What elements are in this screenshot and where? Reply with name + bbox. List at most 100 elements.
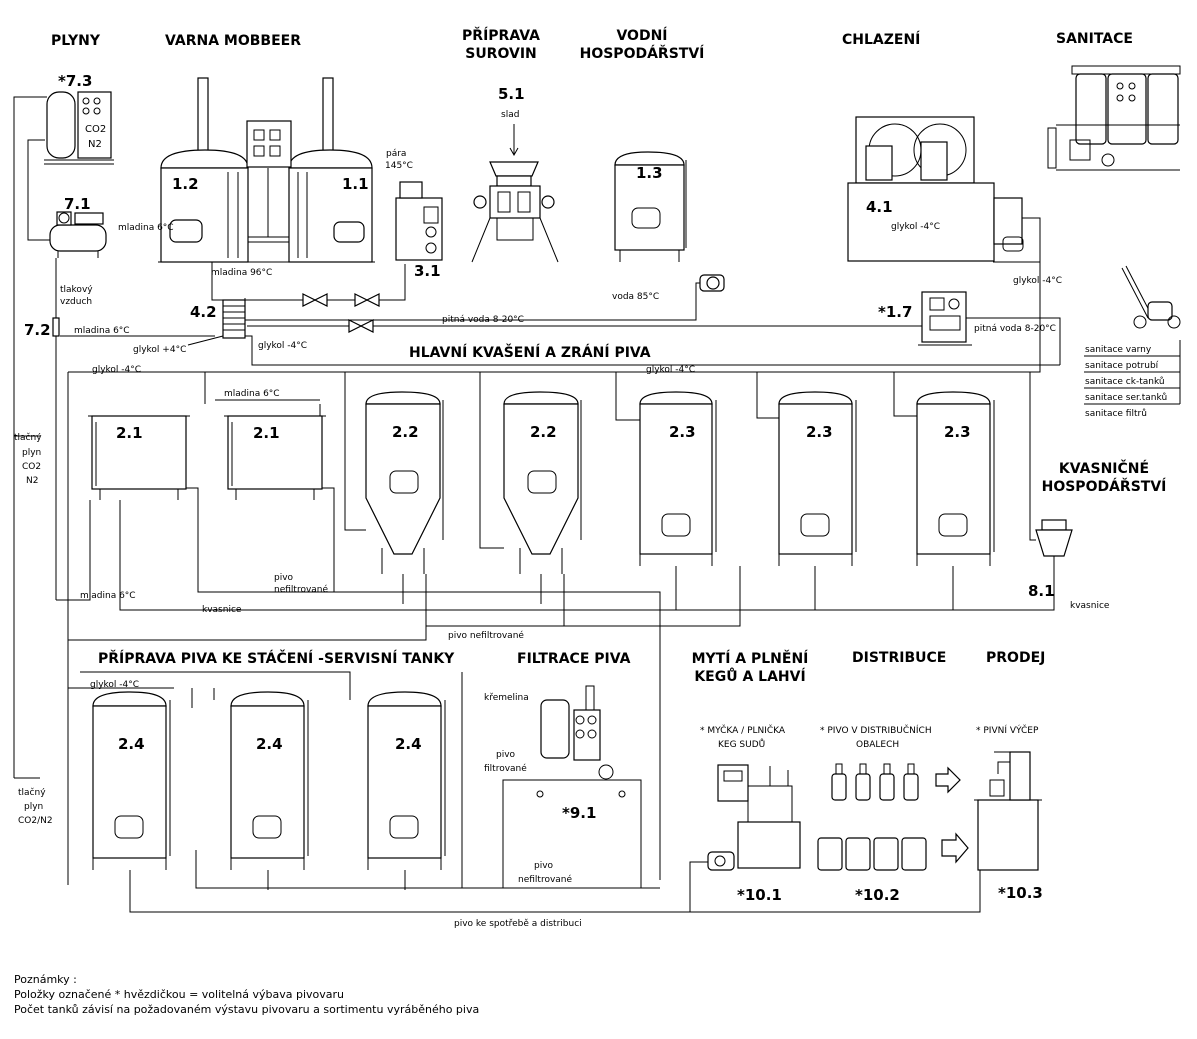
- heading-hlavni: HLAVNÍ KVAŠENÍ A ZRÁNÍ PIVA: [409, 343, 651, 361]
- label-2-2-a: 2.2: [392, 423, 419, 441]
- service-tank-2-4-a: [92, 691, 171, 870]
- water-treatment-1-7: [918, 291, 972, 346]
- label-7-3: *7.3: [58, 72, 92, 90]
- label-2-4-a: 2.4: [118, 735, 145, 753]
- open-fermenter-2-1-a: [88, 415, 190, 500]
- label-tlakovy-2: vzduch: [60, 297, 92, 307]
- valve-2: [354, 293, 380, 307]
- yeast-vessel-8-1: [1035, 519, 1073, 566]
- notes-line-1: Položky označené * hvězdičkou = voliteln…: [14, 988, 344, 1001]
- malt-feed-arrow: [509, 147, 519, 157]
- keg-washer-line: [689, 861, 708, 912]
- label-tlakovy-1: tlakový: [60, 285, 93, 295]
- sanitace-list: sanitace varny sanitace potrubí sanitace…: [1084, 340, 1181, 419]
- beer-tap-10-3: [974, 751, 1042, 871]
- label-mladina6-c: mladina 6°C: [224, 389, 280, 399]
- label-nefiltrovane-b: nefiltrované: [518, 874, 572, 885]
- label-1-7: *1.7: [878, 303, 912, 321]
- label-glykol-fermentation: glykol -4°C: [92, 365, 141, 375]
- beer-unfiltered-main: [186, 487, 661, 880]
- beer-unfiltered-open-b: [322, 487, 335, 592]
- heading-varna: VARNA MOBBEER: [165, 33, 301, 49]
- label-obaly-2: OBALECH: [856, 740, 899, 750]
- label-tlacny-co2n2: CO2/N2: [18, 816, 53, 826]
- label-2-3-a: 2.3: [669, 423, 696, 441]
- cck-tank-2-2-a: [365, 391, 444, 574]
- notes: Poznámky : Položky označené * hvězdičkou…: [14, 972, 479, 1017]
- label-pivo-nefiltrovane: pivo nefiltrované: [448, 630, 524, 641]
- steam-generator-3-1: [395, 181, 443, 261]
- label-mycka-2: KEG SUDŮ: [718, 738, 765, 750]
- label-n2: N2: [88, 139, 102, 150]
- label-1-3: 1.3: [636, 164, 663, 182]
- notes-line-2: Počet tanků závisí na požadovaném výstav…: [14, 1003, 480, 1016]
- gas-taps: [14, 435, 40, 779]
- heading-servisni: PŘÍPRAVA PIVA KE STÁČENÍ -SERVISNÍ TANKY: [98, 649, 455, 667]
- label-2-3-c: 2.3: [944, 423, 971, 441]
- lager-tank-2-3-c: [916, 391, 995, 566]
- label-mycka-1: * MYČKA / PLNIČKA: [700, 724, 786, 736]
- label-para: pára: [386, 149, 406, 159]
- label-10-1: *10.1: [737, 886, 782, 904]
- kegs-10-2: [817, 837, 927, 871]
- brewhouse-1-1-1-2: [158, 77, 375, 263]
- valve-3: [348, 319, 374, 333]
- label-2-3-b: 2.3: [806, 423, 833, 441]
- label-10-3: *10.3: [998, 884, 1043, 902]
- label-pivo-c: pivo: [534, 861, 554, 871]
- glycol-servis-lines: [68, 671, 351, 708]
- wort-to-fermenter: [56, 500, 91, 601]
- label-glykol-right: glykol -4°C: [1013, 276, 1062, 286]
- cip-station: [1047, 65, 1181, 171]
- label-kvasnice-right: kvasnice: [1070, 601, 1110, 611]
- label-9-1: *9.1: [562, 804, 596, 822]
- sanitace-item: sanitace ser.tanků: [1085, 392, 1167, 403]
- label-tlacny-1b: tlačný: [18, 787, 46, 798]
- chiller-4-1: [847, 116, 1024, 262]
- heading-myti-1: MYTÍ A PLNĚNÍ: [692, 650, 809, 667]
- label-co2: CO2: [85, 124, 106, 135]
- label-vycep: * PIVNÍ VÝČEP: [976, 724, 1039, 736]
- label-2-4-c: 2.4: [395, 735, 422, 753]
- label-4-1: 4.1: [866, 198, 893, 216]
- service-tank-2-4-c: [367, 691, 446, 870]
- label-pitna-a: pitná voda 8-20°C: [442, 315, 524, 325]
- label-2-1-b: 2.1: [253, 424, 280, 442]
- label-pivo-b: pivo: [496, 750, 516, 760]
- mobile-cip-cart: [1121, 265, 1181, 329]
- heat-exchanger-4-2: [222, 299, 246, 339]
- label-mladina6-d: mladina 6°C: [80, 591, 136, 601]
- lager-tank-2-3-b: [778, 391, 857, 566]
- heading-myti-2: KEGŮ A LAHVÍ: [694, 667, 805, 685]
- label-voda85: voda 85°C: [612, 292, 659, 302]
- heading-vodni-1: VODNÍ: [616, 27, 667, 44]
- label-2-2-b: 2.2: [530, 423, 557, 441]
- heading-filtrace: FILTRACE PIVA: [517, 651, 631, 667]
- keg-washer-10-1: [707, 764, 801, 871]
- sanitace-item: sanitace filtrů: [1085, 408, 1147, 419]
- label-glykol-chiller: glykol -4°C: [891, 222, 940, 232]
- label-tlacny-n2: N2: [26, 476, 38, 486]
- label-mladina96: mladina 96°C: [211, 268, 272, 278]
- label-glykol-p4: glykol +4°C: [133, 345, 186, 355]
- heading-prodej: PRODEJ: [986, 650, 1045, 666]
- label-tlacny-co2: CO2: [22, 462, 41, 472]
- label-tlacny-2a: plyn: [22, 448, 41, 458]
- heading-plyny: PLYNY: [51, 33, 101, 49]
- label-8-1: 8.1: [1028, 582, 1055, 600]
- label-kvasnice-left: kvasnice: [202, 605, 242, 615]
- malt-mill-5-1: [471, 161, 559, 263]
- glycol-hx-line: [187, 335, 1060, 366]
- label-slad: slad: [501, 110, 519, 120]
- heading-sanitace: SANITACE: [1056, 31, 1133, 47]
- heading-kvasnicne-2: HOSPODÁŘSTVÍ: [1042, 478, 1167, 495]
- label-7-2: 7.2: [24, 321, 51, 339]
- label-para-t: 145°C: [385, 161, 413, 171]
- heading-kvasnicne-1: KVASNIČNÉ: [1059, 459, 1149, 477]
- gas-bottles-7-3: [44, 91, 114, 165]
- label-10-2: *10.2: [855, 886, 900, 904]
- label-2-4-b: 2.4: [256, 735, 283, 753]
- label-7-1: 7.1: [64, 195, 91, 213]
- label-2-1-a: 2.1: [116, 424, 143, 442]
